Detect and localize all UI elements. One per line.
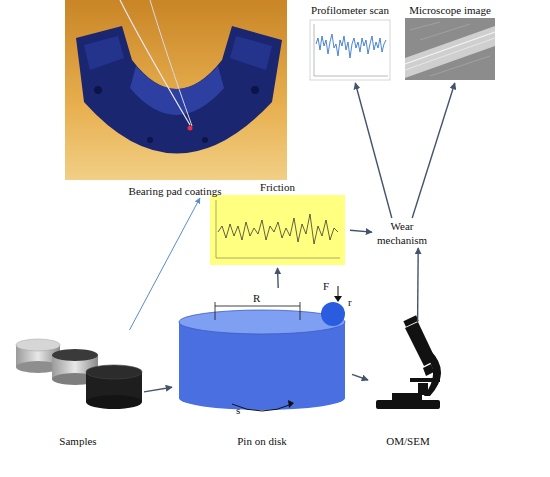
pin-on-disk-drawing xyxy=(179,286,345,411)
icon-node: OM/SEM xyxy=(368,322,448,448)
dimension-label: R xyxy=(253,292,260,304)
speed-label: s xyxy=(236,404,240,416)
node-caption: OM/SEM xyxy=(368,434,448,448)
chart-node: Friction xyxy=(205,180,350,268)
friction-chart xyxy=(210,195,345,265)
flow-arrow xyxy=(130,198,200,330)
node-caption: Profilometer scan xyxy=(306,3,394,17)
flow-arrow xyxy=(417,248,419,322)
force-label: F xyxy=(323,280,329,292)
bearing-photo xyxy=(65,0,287,180)
profilometer-chart xyxy=(310,20,390,80)
flow-arrow xyxy=(277,268,279,288)
flow-arrow xyxy=(412,83,455,218)
flow-arrow xyxy=(352,374,368,380)
node-caption: Microscope image xyxy=(402,3,498,17)
image-node: Samples xyxy=(12,330,144,448)
image-node: Microscope image xyxy=(402,3,498,83)
photo-node: Bearing pad coatings xyxy=(62,0,288,198)
node-caption: Friction xyxy=(205,180,350,194)
node-caption: Bearing pad coatings xyxy=(62,184,288,198)
radius-label: r xyxy=(348,296,352,308)
chart-node: Profilometer scan xyxy=(306,3,394,83)
sample-disks xyxy=(16,339,142,409)
flow-arrow xyxy=(144,387,172,392)
microscope-photo xyxy=(405,18,495,80)
apparatus-node: Pin on disk xyxy=(172,288,352,448)
flow-arrow xyxy=(355,83,392,218)
node-caption: Wear mechanism xyxy=(372,219,432,247)
text-node: Wear mechanism xyxy=(372,218,432,248)
flow-arrow xyxy=(350,230,372,232)
microscope-icon xyxy=(376,315,441,409)
node-caption: Pin on disk xyxy=(172,434,352,448)
node-caption: Samples xyxy=(12,434,144,448)
